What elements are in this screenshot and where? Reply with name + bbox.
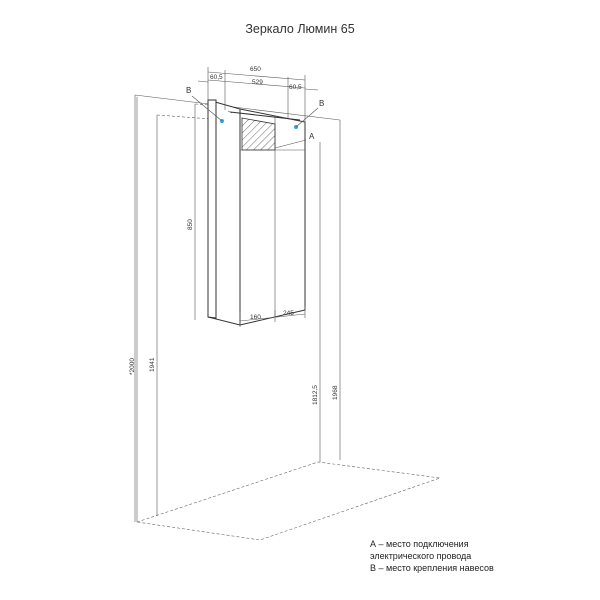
dim-height-top: 1968	[332, 385, 339, 400]
dim-width-inner: 529	[252, 79, 263, 86]
dim-offset-left: 60,5	[210, 74, 223, 81]
legend-line-2: электрического провода	[370, 551, 472, 561]
page-title: Зеркало Люмин 65	[245, 22, 355, 36]
wall-outline	[134, 94, 341, 522]
marker-b-left: В	[186, 86, 191, 95]
dim-height-mount-b: 1941	[149, 357, 156, 372]
dim-height-connection: 1812,5	[312, 385, 319, 405]
bottom-dimensions	[239, 306, 306, 327]
floor-outline	[136, 461, 441, 541]
callout-leaders	[191, 95, 319, 149]
legend: А – место подключения электрического про…	[370, 538, 494, 574]
top-dimensions	[197, 67, 319, 122]
marker-a: А	[309, 132, 315, 141]
connection-zone-a	[241, 117, 276, 151]
marker-b-right: В	[319, 99, 324, 108]
dim-bottom-right: 245	[283, 310, 294, 317]
dim-bottom-left: 160	[250, 314, 261, 321]
legend-line-3: В – место крепления навесов	[370, 563, 494, 573]
legend-line-1: А – место подключения	[370, 539, 469, 549]
dim-height-mirror: 850	[187, 219, 194, 230]
dim-height-total: *2000	[129, 358, 136, 375]
dim-offset-right: 60,5	[289, 84, 302, 91]
dim-width-total: 650	[250, 66, 261, 73]
